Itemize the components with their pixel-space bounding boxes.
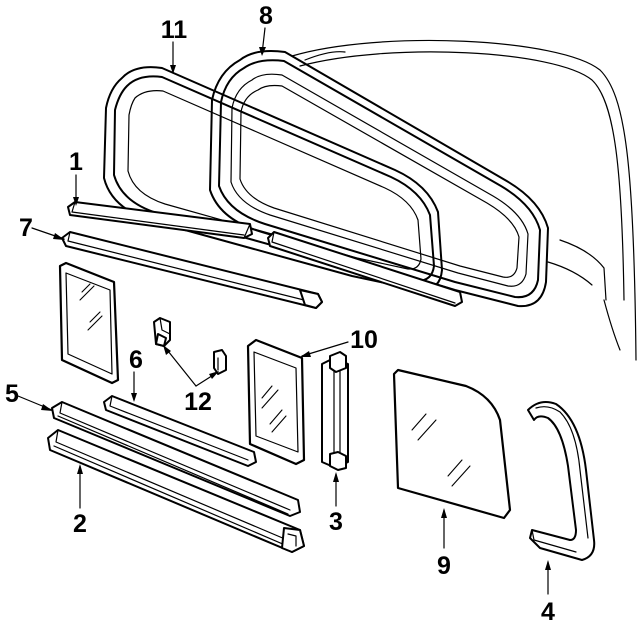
upper-short-strip bbox=[67, 201, 253, 239]
clip-upper bbox=[153, 317, 171, 347]
callout-6: 6 bbox=[129, 346, 143, 374]
quarter-glass bbox=[392, 368, 512, 520]
callout-11: 11 bbox=[161, 16, 188, 44]
callout-1: 1 bbox=[69, 148, 83, 176]
lower-long-strip bbox=[51, 401, 301, 517]
callout-10: 10 bbox=[350, 326, 378, 354]
vertical-channel bbox=[321, 351, 349, 471]
callout-12: 12 bbox=[184, 388, 212, 416]
divider-strip-right bbox=[267, 231, 463, 307]
callout-3: 3 bbox=[329, 508, 343, 536]
callout-9: 9 bbox=[437, 552, 451, 580]
callout-7: 7 bbox=[19, 214, 33, 242]
sliding-glass bbox=[246, 338, 306, 466]
leader-lines bbox=[17, 27, 551, 595]
cab-body-outline bbox=[291, 39, 637, 361]
callout-8: 8 bbox=[259, 2, 273, 30]
lower-channel bbox=[47, 429, 305, 553]
callout-4: 4 bbox=[541, 598, 555, 626]
curved-seal bbox=[527, 401, 596, 561]
upper-long-channel bbox=[61, 231, 323, 309]
callout-2: 2 bbox=[73, 510, 87, 538]
callout-5: 5 bbox=[5, 380, 19, 408]
clip-lower bbox=[213, 349, 227, 375]
middle-strip bbox=[103, 395, 257, 467]
left-fixed-glass bbox=[58, 261, 120, 385]
